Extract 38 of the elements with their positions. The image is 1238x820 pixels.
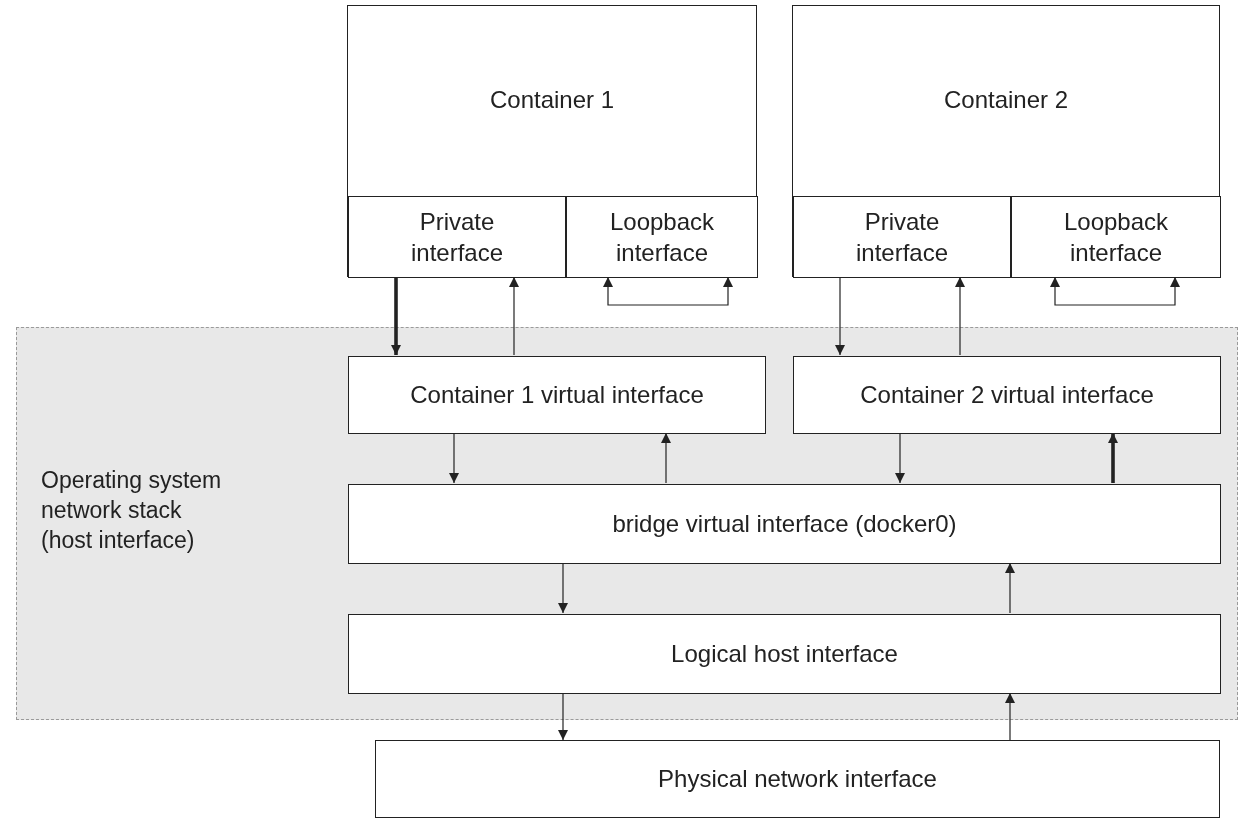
arrow (661, 432, 671, 484)
node-label: Container 2 virtual interface (860, 380, 1154, 411)
node-label: Private interface (854, 206, 950, 268)
arrow (509, 276, 519, 356)
interface-box (348, 356, 766, 434)
interface-cell (1011, 196, 1221, 278)
interface-cell (566, 196, 758, 278)
interface-cell (793, 196, 1011, 278)
node-label: Operating system network stack (host interface) (41, 466, 223, 555)
network-stack-panel (16, 327, 1238, 720)
node-label: Loopback interface (1062, 206, 1170, 268)
arrow (558, 692, 568, 741)
arrow (391, 277, 401, 355)
arrow (558, 562, 568, 614)
interface-box (348, 484, 1221, 564)
arrow (1050, 276, 1180, 306)
container-box (347, 5, 757, 277)
node-label: Physical network interface (658, 764, 937, 795)
interface-cell (348, 196, 566, 278)
arrow (1108, 433, 1118, 483)
arrow (835, 276, 845, 356)
node-label: Container 1 virtual interface (410, 380, 704, 411)
interface-box (793, 356, 1221, 434)
node-label: Container 2 (943, 85, 1069, 115)
arrow (1005, 692, 1015, 741)
node-label: Private interface (409, 206, 505, 268)
interface-box (375, 740, 1220, 818)
arrow (449, 432, 459, 484)
node-label: Loopback interface (608, 206, 716, 268)
arrow (603, 276, 733, 306)
node-label: Logical host interface (671, 639, 898, 670)
arrow (895, 432, 905, 484)
interface-box (348, 614, 1221, 694)
node-label: bridge virtual interface (docker0) (612, 509, 957, 540)
node-label: Container 1 (489, 85, 615, 115)
arrow (955, 276, 965, 356)
arrow (1005, 562, 1015, 614)
container-box (792, 5, 1220, 277)
